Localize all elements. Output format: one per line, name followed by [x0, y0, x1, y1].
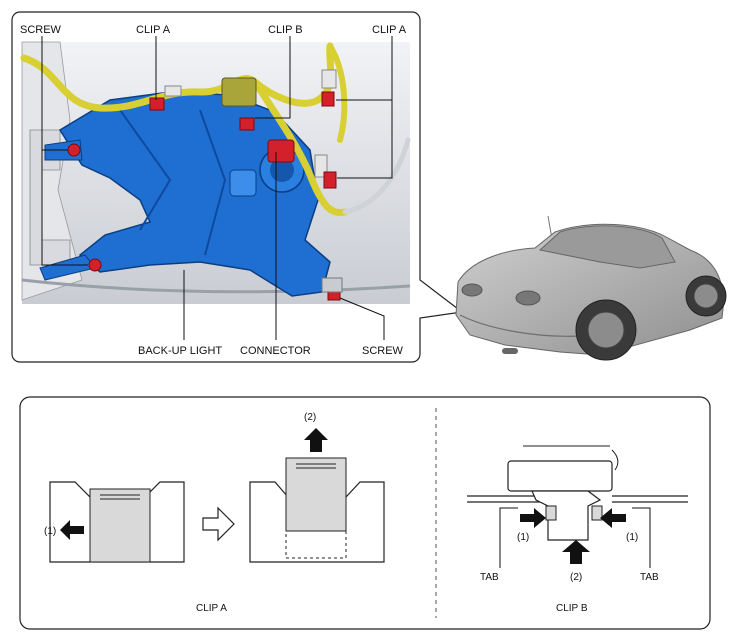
clip-a-arrow-left	[60, 520, 84, 540]
screw-bottom-bracket	[321, 277, 343, 293]
housing-rib-1	[119, 109, 172, 231]
connector-part	[221, 77, 295, 163]
screw-lower-left	[88, 258, 102, 272]
vehicle-wheel-rear-rim	[587, 311, 625, 349]
leader-lines	[41, 36, 393, 340]
clip-a-body-before	[89, 488, 151, 563]
transition-arrow	[202, 506, 235, 542]
harness-sleeve-1	[164, 85, 182, 97]
screw-upper-left	[67, 143, 81, 157]
clip-b-arrow-right	[600, 508, 626, 528]
callout-panel: SCREW CLIP A CLIP B CLIP A BACK-UP LIGHT…	[11, 11, 464, 363]
vehicle-illustration	[455, 215, 727, 361]
vehicle-wheel-front-rim	[693, 283, 719, 309]
clip-b-tab-right-label: TAB	[640, 572, 659, 583]
clip-a-step-after: (2)	[249, 412, 385, 563]
wiring-harness	[20, 42, 335, 112]
clip-a-step1-label: (1)	[44, 526, 56, 537]
label-connector: CONNECTOR	[240, 345, 311, 357]
wiring-harness-gray-2	[327, 43, 348, 143]
clip-b-arrow-left	[520, 508, 546, 528]
label-screw-left: SCREW	[20, 24, 62, 36]
clip-a-right	[323, 171, 337, 189]
label-backup-light: BACK-UP LIGHT	[138, 345, 222, 357]
label-clip-a-right: CLIP A	[372, 24, 407, 36]
vehicle-exhaust	[502, 348, 518, 354]
clip-a-step2-label: (2)	[304, 412, 316, 423]
harness-sleeve-2	[321, 69, 337, 89]
label-screw-bottom: SCREW	[362, 345, 404, 357]
clip-b-step2-label: (2)	[570, 572, 582, 583]
vehicle-bumper-line	[459, 314, 581, 337]
clip-b-caption: CLIP B	[556, 603, 588, 614]
clip-procedure-panel: (1) (2) CLIP A	[19, 396, 711, 630]
clip-b-arrow-up	[562, 540, 590, 564]
bumper-edge	[21, 278, 411, 294]
wiring-harness-branch	[251, 78, 349, 216]
wiring-harness-gray	[342, 137, 411, 215]
clip-a-step-before: (1)	[44, 481, 185, 563]
housing-boss	[229, 169, 257, 197]
clip-b	[239, 117, 255, 131]
clip-a-right-upper	[321, 91, 335, 107]
rear-light-left	[461, 283, 483, 297]
label-clip-a-left: CLIP A	[136, 24, 171, 36]
clip-b-step1-right-label: (1)	[626, 532, 638, 543]
housing-rib-2	[199, 109, 227, 256]
clip-b-housing	[507, 460, 613, 492]
clip-a-body-after	[285, 457, 347, 532]
screw-bottom	[327, 291, 341, 301]
clip-a-caption: CLIP A	[196, 603, 227, 614]
clip-a-arrow-up	[304, 428, 328, 452]
clip-b-body	[531, 490, 602, 541]
clip-b-detail: (1) (1) (2) TAB TAB	[467, 445, 688, 583]
label-clip-b: CLIP B	[268, 24, 303, 36]
clip-b-step1-left-label: (1)	[517, 532, 529, 543]
clip-a-ghost-outline	[285, 530, 347, 559]
clip-b-tab-left-label: TAB	[480, 572, 499, 583]
clip-a-left	[149, 97, 165, 111]
rear-light-right	[515, 290, 541, 306]
vehicle-soft-top	[538, 225, 676, 269]
